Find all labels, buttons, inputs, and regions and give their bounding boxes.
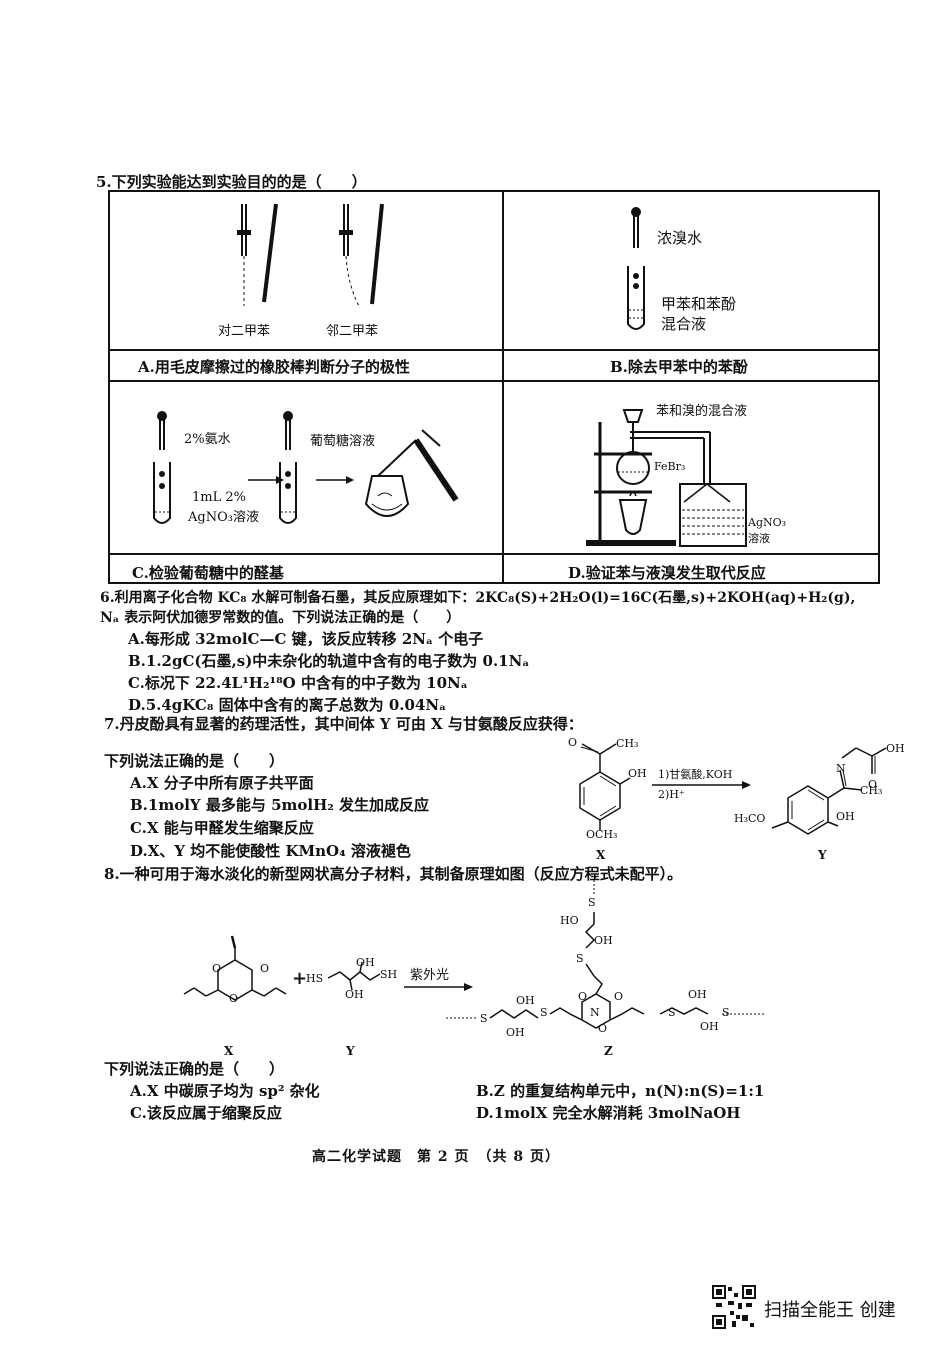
q8-z-o-right: O — [614, 990, 624, 1003]
page-footer: 高二化学试题 第 2 页 （共 8 页） — [312, 1149, 560, 1165]
q7-x-och3: OCH₃ — [586, 828, 618, 841]
q8-z-ho: HO — [560, 914, 579, 927]
q8-y-sh: SH — [380, 968, 398, 981]
q7-x-o: O — [568, 736, 578, 749]
q8-option-b: B.Z 的重复结构单元中，n(N):n(S)=1:1 — [476, 1082, 765, 1100]
q8-x-label: X — [224, 1044, 234, 1058]
q8-z-s-left2: S — [540, 1006, 548, 1019]
q7-y-h3co: H₃CO — [734, 812, 766, 825]
cell-b-label-bottom: 混合液 — [661, 315, 707, 333]
cell-c-label3: 1mL 2% — [192, 490, 246, 505]
q8-stem: 8.一种可用于海水淡化的新型网状高分子材料，其制备原理如图（反应方程式未配平）。 — [104, 865, 683, 883]
q8-z-o-left: O — [578, 990, 588, 1003]
q8-molecule-y — [327, 961, 381, 991]
q8-z-s-right2: S — [722, 1006, 730, 1019]
cell-b-label-top: 浓溴水 — [657, 229, 703, 247]
cell-a-figure — [237, 203, 384, 309]
q7-option-a: A.X 分子中所有原子共平面 — [130, 774, 314, 792]
q8-condition: 紫外光 — [410, 968, 450, 983]
cell-d-label4: 溶液 — [748, 532, 770, 545]
cell-d-caption: D.验证苯与液溴发生取代反应 — [568, 564, 766, 582]
q8-z-oh-right-top: OH — [688, 988, 707, 1001]
q6-stem-line2: Nₐ 表示阿伏加德罗常数的值。下列说法正确的是（ ） — [100, 610, 461, 626]
cell-c-label2: 葡萄糖溶液 — [310, 434, 376, 449]
q8-molecule-x — [183, 935, 287, 1001]
q8-z-oh-left-top: OH — [516, 994, 535, 1007]
q5-table-hdivider — [108, 553, 880, 555]
cell-a-label-right: 邻二甲苯 — [326, 324, 379, 339]
q5-table-hdivider — [108, 380, 880, 382]
q8-z-label: Z — [604, 1044, 613, 1058]
q8-reaction-arrow — [404, 983, 473, 991]
q5-table-vdivider — [502, 190, 504, 584]
q8-x-o-bottom: O — [229, 992, 239, 1005]
cell-a-caption: A.用毛皮摩擦过的橡胶棒判断分子的极性 — [138, 358, 410, 376]
q6-option-a: A.每形成 32molC—C 键，该反应转移 2Nₐ 个电子 — [128, 630, 484, 648]
q7-y-label: Y — [818, 848, 827, 862]
q7-subquestion: 下列说法正确的是（ ） — [104, 752, 285, 770]
q7-x-label: X — [596, 848, 606, 862]
q8-plus-sign: + — [292, 968, 308, 989]
q8-x-o-left: O — [212, 962, 222, 975]
q8-option-a: A.X 中碳原子均为 sp² 杂化 — [130, 1082, 320, 1100]
q8-y-oh-bottom: OH — [345, 988, 364, 1001]
q8-z-o-bottom: O — [598, 1022, 608, 1035]
q5-table-hdivider — [108, 349, 880, 351]
q8-z-oh-right-bottom: OH — [700, 1020, 719, 1033]
cell-d-label2: FeBr₃ — [654, 460, 686, 473]
q8-subquestion: 下列说法正确的是（ ） — [104, 1060, 285, 1078]
q8-z-s-mid: S — [576, 952, 584, 965]
q5-stem: 5.下列实验能达到实验目的的是（ ） — [96, 173, 367, 191]
cell-b-caption: B.除去甲苯中的苯酚 — [610, 358, 748, 376]
q8-x-o-right: O — [260, 962, 270, 975]
q7-y-n: N — [836, 762, 846, 775]
q5-table — [108, 190, 880, 584]
cell-d-label3: AgNO₃ — [748, 516, 787, 529]
q8-y-label: Y — [346, 1044, 355, 1058]
q7-y-o: O — [868, 778, 878, 791]
q8-z-s-left: S — [480, 1012, 488, 1025]
cell-c-figure — [153, 411, 459, 524]
q7-option-b: B.1molY 最多能与 5molH₂ 发生加成反应 — [130, 796, 430, 814]
q7-y-oh: OH — [836, 810, 855, 823]
q7-reaction-arrow — [652, 781, 751, 789]
q8-z-s-right: S — [668, 1006, 676, 1019]
q7-condition-2: 2)H⁺ — [658, 788, 685, 801]
q6-option-b: B.1.2gC(石墨,s)中未杂化的轨道中含有的电子数为 0.1Nₐ — [128, 652, 530, 670]
q7-condition-1: 1)甘氨酸,KOH — [658, 768, 733, 781]
cell-d-label1: 苯和溴的混合液 — [656, 404, 748, 419]
q7-molecule-y — [771, 747, 887, 835]
q7-molecule-x — [579, 743, 631, 830]
q8-z-oh-mid: OH — [594, 934, 613, 947]
q8-z-n: N — [590, 1006, 600, 1019]
cell-b-figure — [627, 207, 645, 330]
q7-y-ch3: CH₃ — [860, 784, 883, 797]
qr-code-icon — [712, 1285, 756, 1329]
q8-y-oh-top: OH — [356, 956, 375, 969]
cell-c-label4: AgNO₃溶液 — [188, 510, 259, 525]
q7-stem: 7.丹皮酚具有显著的药理活性，其中间体 Y 可由 X 与甘氨酸反应获得： — [104, 715, 583, 733]
q7-option-c: C.X 能与甲醛发生缩聚反应 — [130, 819, 314, 837]
q8-y-hs: HS — [306, 972, 324, 985]
q7-x-ch3: CH₃ — [616, 737, 639, 750]
q8-polymer-z — [446, 880, 766, 1029]
scanner-watermark: 扫描全能王 创建 — [764, 1300, 896, 1321]
q6-option-c: C.标况下 22.4L¹H₂¹⁸O 中含有的中子数为 10Nₐ — [128, 674, 468, 692]
cell-c-label1: 2%氨水 — [184, 432, 231, 447]
q8-option-c: C.该反应属于缩聚反应 — [130, 1104, 282, 1122]
q8-z-s-top: S — [588, 896, 596, 909]
q6-stem-line1: 6.利用离子化合物 KC₈ 水解可制备石墨，其反应原理如下：2KC₈(S)+2H… — [100, 590, 856, 606]
cell-a-label-left: 对二甲苯 — [218, 324, 271, 339]
q8-option-d: D.1molX 完全水解消耗 3molNaOH — [476, 1104, 741, 1122]
q8-z-oh-left-bottom: OH — [506, 1026, 525, 1039]
q6-option-d: D.5.4gKC₈ 固体中含有的离子总数为 0.04Nₐ — [128, 696, 447, 714]
q7-option-d: D.X、Y 均不能使酸性 KMnO₄ 溶液褪色 — [130, 842, 411, 860]
cell-b-label-mid: 甲苯和苯酚 — [661, 295, 737, 313]
q7-x-oh: OH — [628, 767, 647, 780]
q7-y-oh-acid: OH — [886, 742, 905, 755]
cell-c-caption: C.检验葡萄糖中的醛基 — [132, 564, 284, 582]
cell-d-figure — [586, 409, 747, 547]
